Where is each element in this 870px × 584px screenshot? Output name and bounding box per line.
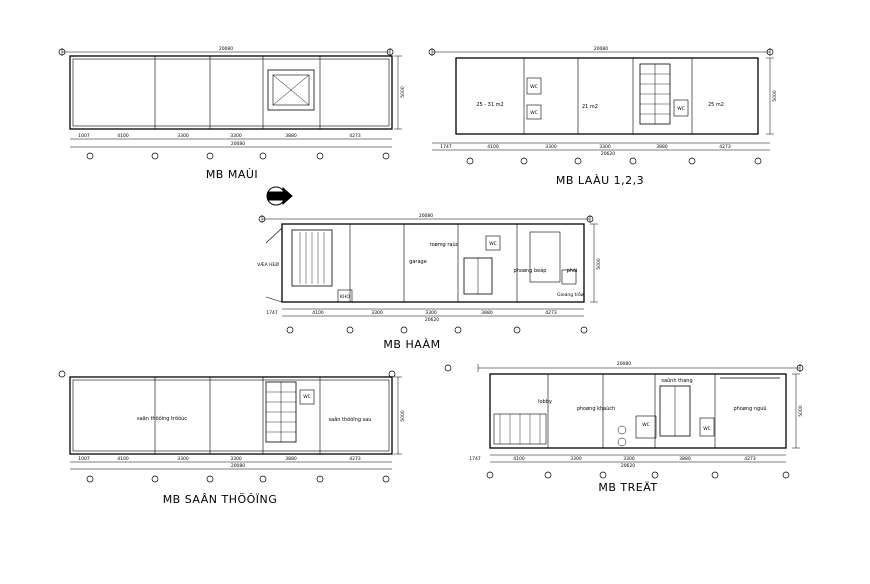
ham-side-dim: 5000	[596, 258, 602, 270]
tret-dim-2: 4100	[513, 456, 525, 462]
ham-room-wc: WC	[489, 241, 497, 247]
lau-room-3: 25 m2	[708, 102, 724, 108]
lau-dim-4: 3300	[599, 144, 611, 150]
tret-dim-5: 3880	[679, 456, 691, 462]
mai-dim-2: 4100	[117, 133, 129, 139]
ham-top-total: 20080	[419, 213, 433, 219]
ham-dim-5: 3880	[481, 310, 493, 316]
tret-room-wc-2: WC	[642, 422, 650, 428]
tret-side-dim: 5000	[798, 405, 804, 417]
ham-room-via-he: VÆA HEØ	[257, 261, 279, 268]
ham-dim-1: 1747	[266, 310, 278, 316]
ham-room-gieng-troi: Gieáng trôøi	[557, 291, 585, 298]
lau-dim-5: 3880	[656, 144, 668, 150]
mai-side-dim: 5000	[400, 86, 406, 98]
lau-dim-6: 4273	[719, 144, 731, 150]
ham-dim-4: 3300	[425, 310, 437, 316]
tret-room-khach: phoøng khaùch	[577, 405, 616, 412]
san-side-dim: 5000	[400, 410, 406, 422]
north-arrow-icon	[266, 186, 293, 206]
mai-dim-6: 4273	[349, 133, 361, 139]
san-dim-1: 1007	[78, 456, 90, 462]
tret-dim-1: 1747	[469, 456, 481, 462]
ham-dim-3: 3300	[371, 310, 383, 316]
tret-dim-3: 3300	[570, 456, 582, 462]
plan-san-thuong	[69, 376, 402, 470]
lau-room-2: 21 m2	[582, 104, 598, 110]
ham-room-rac: roømg raùc	[430, 241, 459, 248]
tret-bottom-total: 20620	[621, 463, 635, 469]
ham-dim-6: 4273	[545, 310, 557, 316]
plan-tret	[477, 364, 801, 463]
tret-room-lobby: lobby	[538, 399, 552, 405]
lau-room-1: 25 - 31 m2	[476, 102, 503, 108]
lau-room-wc-3: WC	[677, 106, 685, 112]
lau-title: MB LAÀU 1,2,3	[556, 174, 644, 187]
san-bottom-total: 20080	[231, 463, 245, 469]
tret-room-ngu: phoøng nguû	[733, 405, 766, 412]
lau-room-wc-1: WC	[530, 84, 538, 90]
ham-title: MB HAÀM	[383, 338, 440, 351]
ham-room-phoi: phôi	[567, 267, 578, 274]
tret-room-wc-1: WC	[703, 426, 711, 432]
ham-dim-2: 4100	[312, 310, 324, 316]
ham-room-garage: garage	[409, 259, 427, 265]
tret-dim-4: 3300	[623, 456, 635, 462]
lau-room-wc-2: WC	[530, 110, 538, 116]
san-dim-3: 3300	[177, 456, 189, 462]
lau-top-total: 20080	[594, 46, 608, 52]
san-room-truoc: saân thöôïng tröôùc	[137, 415, 187, 422]
mai-dim-5: 3880	[285, 133, 297, 139]
tret-top-total: 20080	[617, 361, 631, 367]
san-room-wc: WC	[303, 394, 311, 400]
lau-dim-2: 4100	[487, 144, 499, 150]
ham-room-bep: phoøng beáp	[514, 267, 547, 274]
plan-mai	[61, 48, 402, 148]
ham-room-kho: KHO	[340, 294, 350, 300]
tret-room-sanh-thang: saûnh thang	[661, 377, 692, 384]
san-dim-4: 3300	[230, 456, 242, 462]
san-dim-6: 4273	[349, 456, 361, 462]
mai-dim-4: 3300	[230, 133, 242, 139]
grid-bubbles	[58, 48, 804, 483]
mai-title: MB MAÙI	[206, 168, 258, 181]
ham-bottom-total: 20620	[425, 317, 439, 323]
lau-bottom-total: 20620	[601, 151, 615, 157]
mai-dim-1: 1007	[78, 133, 90, 139]
plan-ham	[261, 215, 598, 317]
lau-side-dim: 5000	[772, 90, 778, 102]
san-room-sau: saân thöôïng sau	[329, 416, 372, 423]
mai-bottom-total: 20080	[231, 141, 245, 147]
san-title: MB SAÂN THÖÔÏNG	[163, 493, 278, 506]
tret-dim-6: 4273	[744, 456, 756, 462]
san-dim-5: 3880	[285, 456, 297, 462]
plan-lau	[431, 48, 774, 151]
mai-dim-3: 3300	[177, 133, 189, 139]
lau-dim-3: 3300	[545, 144, 557, 150]
mai-top-total: 20080	[219, 46, 233, 52]
san-dim-2: 4100	[117, 456, 129, 462]
lau-dim-1: 1747	[440, 144, 452, 150]
tret-title: MB TREÄT	[598, 481, 657, 494]
